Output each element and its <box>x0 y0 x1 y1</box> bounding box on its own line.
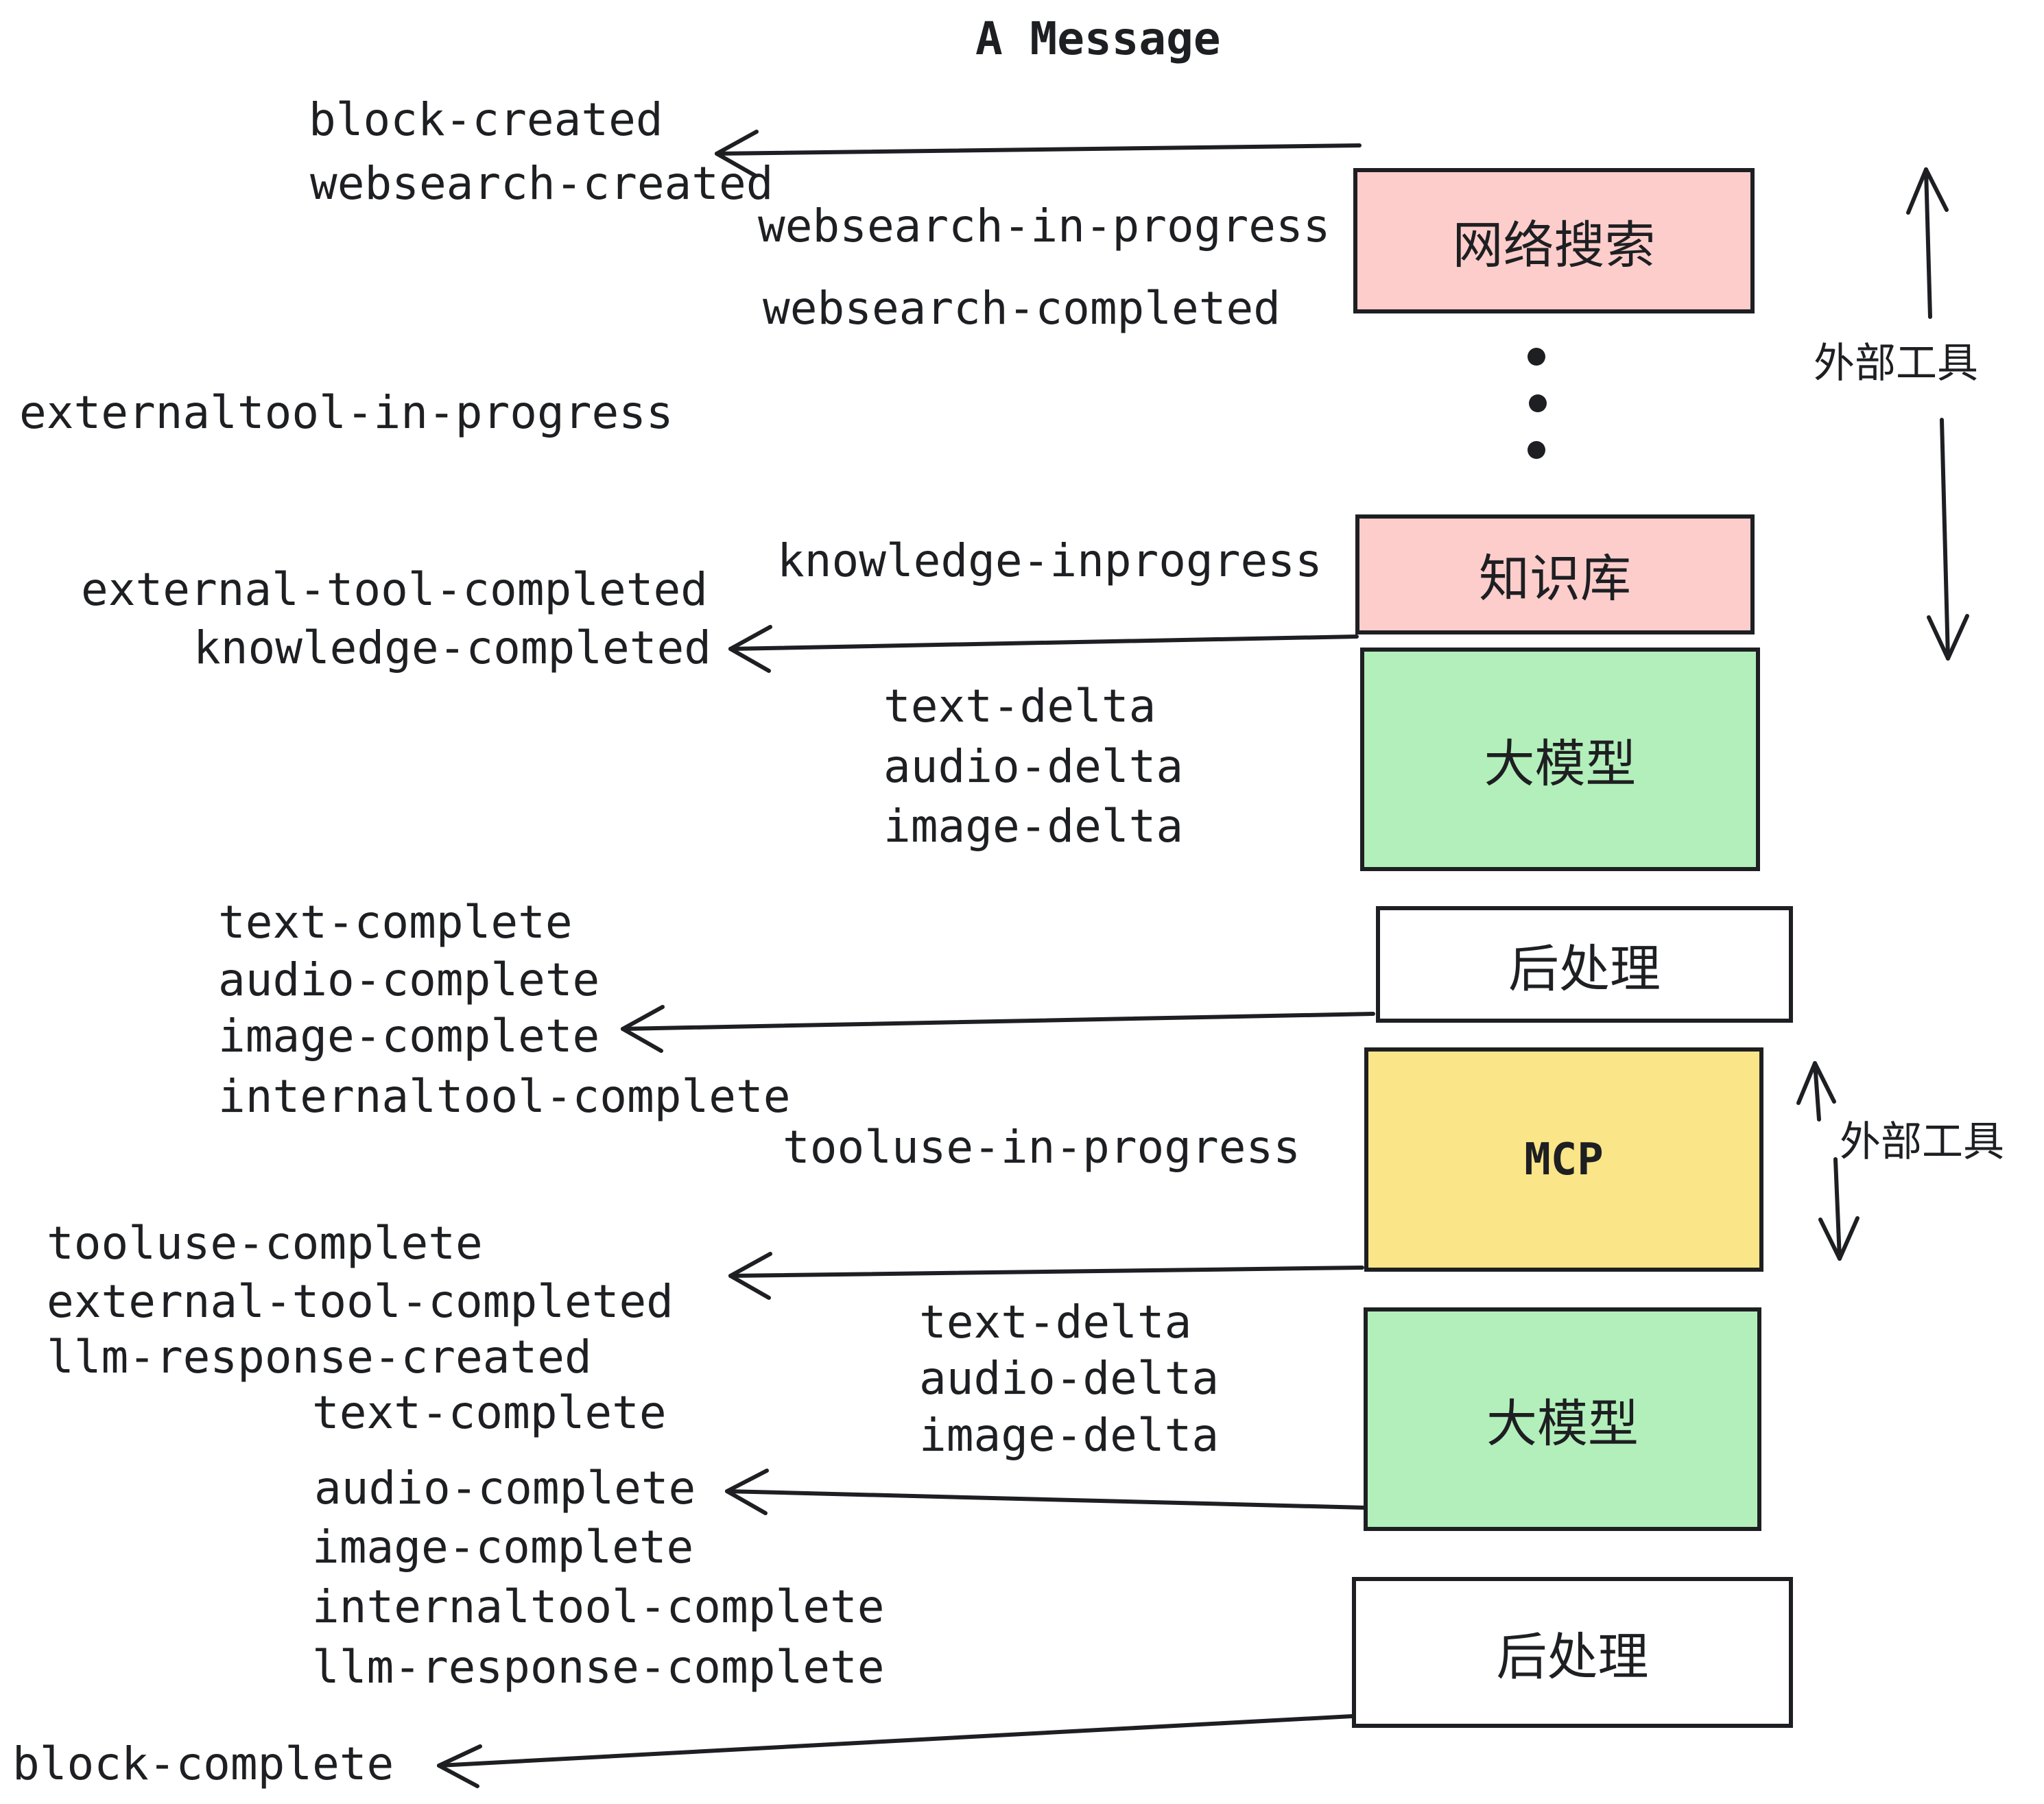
event-text-delta-2: text-delta <box>919 1296 1192 1349</box>
external-tools-top-up-arrow-icon <box>1906 167 1949 319</box>
external-tools-top-down-arrow-icon <box>1927 418 1969 661</box>
event-external-tool-completed-2: external-tool-completed <box>47 1275 674 1328</box>
event-knowledge-inprogress: knowledge-inprogress <box>777 534 1322 587</box>
event-image-delta-1: image-delta <box>883 800 1184 853</box>
diagram-title: A Message <box>975 12 1221 65</box>
arrow-internal-complete-icon <box>621 1005 1375 1053</box>
box-mcp: MCP <box>1364 1047 1763 1272</box>
event-tooluse-in-progress: tooluse-in-progress <box>783 1121 1300 1174</box>
event-audio-complete-1: audio-complete <box>218 953 600 1006</box>
event-text-delta-1: text-delta <box>883 680 1156 733</box>
event-text-complete-2: text-complete <box>312 1386 667 1439</box>
box-post-2-label: 后处理 <box>1496 1628 1649 1685</box>
box-post-1-label: 后处理 <box>1508 940 1661 997</box>
event-websearch-created: websearch-created <box>310 157 774 210</box>
box-mcp-label: MCP <box>1524 1134 1604 1185</box>
event-knowledge-completed: knowledge-completed <box>193 621 711 674</box>
external-tools-bottom-label: 外部工具 <box>1840 1119 2004 1165</box>
box-websearch: 网络搜索 <box>1353 168 1755 313</box>
event-audio-delta-1: audio-delta <box>883 740 1184 793</box>
event-block-created: block-created <box>309 93 663 146</box>
event-image-complete-2: image-complete <box>312 1521 694 1574</box>
event-websearch-in-progress: websearch-in-progress <box>758 200 1331 252</box>
arrow-knowledge-completed-icon <box>728 625 1359 673</box>
event-llm-response-complete: llm-response-complete <box>312 1641 885 1694</box>
event-websearch-completed: websearch-completed <box>763 282 1281 335</box>
event-internaltool-complete-2: internaltool-complete <box>312 1580 885 1633</box>
external-tools-bottom-up-arrow-icon <box>1796 1061 1836 1121</box>
event-image-delta-2: image-delta <box>919 1409 1220 1462</box>
arrow-audio-complete-icon <box>725 1469 1367 1515</box>
event-text-complete-1: text-complete <box>218 896 573 949</box>
box-llm-1-label: 大模型 <box>1484 735 1637 792</box>
event-tooluse-complete: tooluse-complete <box>47 1217 483 1270</box>
event-external-tool-completed-1: external-tool-completed <box>81 563 708 616</box>
box-llm-2-label: 大模型 <box>1486 1394 1639 1452</box>
arrow-tooluse-complete-icon <box>728 1252 1364 1300</box>
event-block-complete: block-complete <box>12 1737 394 1790</box>
event-audio-complete-2: audio-complete <box>314 1462 696 1515</box>
event-audio-delta-2: audio-delta <box>919 1352 1220 1405</box>
event-internaltool-complete-1: internaltool-complete <box>218 1070 791 1123</box>
box-websearch-label: 网络搜索 <box>1452 216 1656 274</box>
event-image-complete-1: image-complete <box>218 1010 600 1063</box>
box-llm-1: 大模型 <box>1360 648 1760 871</box>
box-knowledge: 知识库 <box>1355 514 1755 634</box>
external-tools-bottom-down-arrow-icon <box>1818 1157 1859 1261</box>
box-llm-2: 大模型 <box>1364 1307 1761 1531</box>
arrow-websearch-created-icon <box>715 130 1362 178</box>
box-post-2: 后处理 <box>1352 1577 1793 1728</box>
event-externaltool-in-progress: externaltool-in-progress <box>19 386 674 439</box>
event-llm-response-created: llm-response-created <box>47 1331 592 1384</box>
arrow-block-complete-icon <box>437 1714 1354 1788</box>
box-knowledge-label: 知识库 <box>1479 550 1631 607</box>
external-tools-top-label: 外部工具 <box>1814 340 1978 386</box>
box-post-1: 后处理 <box>1376 906 1793 1023</box>
ellipsis-dots-icon <box>1528 348 1547 459</box>
